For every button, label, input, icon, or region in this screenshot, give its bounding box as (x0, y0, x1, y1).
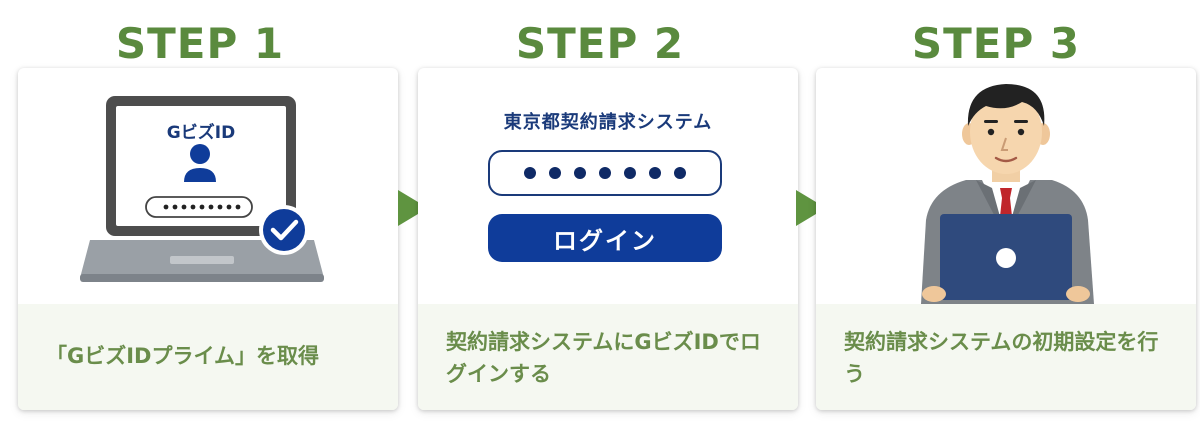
gbizid-screen-title: GビズID (166, 123, 236, 143)
step-1-card: GビズID 「GビズIDプライム」を取得 (18, 68, 398, 410)
checkmark-icon (259, 205, 309, 255)
step-3-card: 契約請求システムの初期設定を行う (816, 68, 1196, 410)
step-3-caption: 契約請求システムの初期設定を行う (816, 304, 1196, 410)
password-field (488, 150, 722, 196)
step-2-caption: 契約請求システムにGビズIDでログインする (418, 304, 798, 410)
step-3-illustration (816, 68, 1196, 304)
step-1-caption: 「GビズIDプライム」を取得 (18, 304, 398, 410)
password-dot (524, 167, 536, 179)
step-2-card: 東京都契約請求システム ログイン 契約請求システムにGビズIDでログインする (418, 68, 798, 410)
step-2-title: STEP 2 (515, 19, 685, 68)
password-field-icon (145, 196, 253, 218)
password-dot (649, 167, 661, 179)
user-icon (184, 144, 216, 182)
step-1-illustration: GビズID (18, 68, 398, 304)
step-1-title: STEP 1 (115, 19, 285, 68)
step-2-illustration: 東京都契約請求システム ログイン (418, 68, 798, 304)
password-dot (549, 167, 561, 179)
password-dot (574, 167, 586, 179)
password-dot (624, 167, 636, 179)
system-name: 東京都契約請求システム (503, 112, 713, 133)
login-button: ログイン (488, 214, 722, 262)
businessman-icon (921, 84, 1094, 304)
password-dot (674, 167, 686, 179)
laptop-icon (80, 96, 324, 282)
password-dot (599, 167, 611, 179)
step-3-title: STEP 3 (911, 19, 1081, 68)
